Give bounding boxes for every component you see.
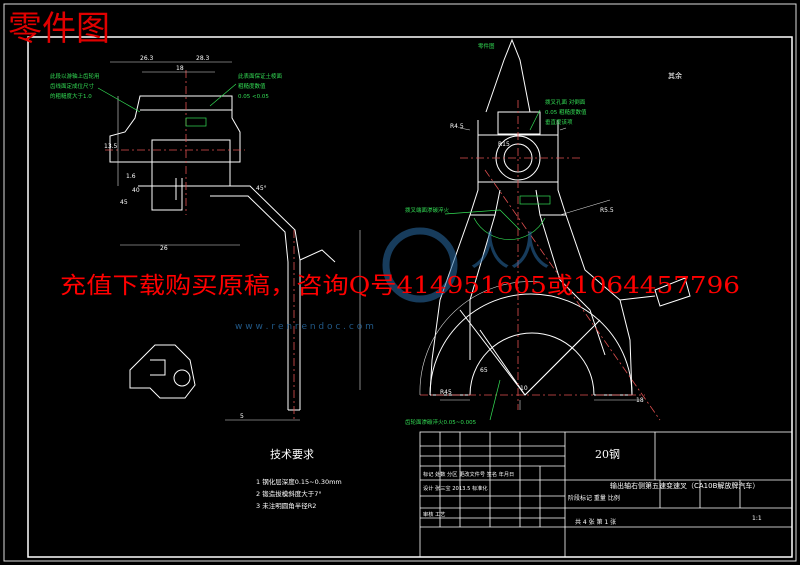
svg-text:40: 40 [132, 187, 140, 194]
title-material: 20钢 [595, 448, 620, 461]
svg-text:R5.5: R5.5 [600, 207, 614, 214]
svg-text:45: 45 [120, 199, 128, 206]
left-view [105, 70, 336, 420]
watermark-logo: 人人 [382, 227, 550, 303]
outer-frame [3, 3, 797, 562]
svg-text:拨叉端面渗碳淬火: 拨叉端面渗碳淬火 [405, 206, 450, 214]
title-row: 标记 处数 分区 更改文件号 签名 年月日 [423, 470, 514, 478]
svg-text:0.05 粗糙度数值: 0.05 粗糙度数值 [545, 108, 587, 116]
svg-text:0.05 <0.05: 0.05 <0.05 [238, 94, 269, 100]
title-block [419, 431, 793, 558]
svg-text:10: 10 [520, 385, 528, 392]
svg-text:26.3: 26.3 [140, 55, 154, 62]
svg-text:1.6: 1.6 [126, 173, 136, 180]
svg-text:45°: 45° [256, 185, 267, 192]
green-leaders-left [97, 83, 237, 127]
title-part-name: 输出轴右侧第五速变速叉（CA10B解放牌汽车） [610, 481, 759, 490]
svg-text:拨叉孔面 对倒面: 拨叉孔面 对倒面 [545, 98, 586, 106]
svg-text:65: 65 [480, 367, 488, 374]
svg-text:此表面保证土棱面: 此表面保证土棱面 [238, 72, 283, 80]
title-row: 设计 张三宝 2013.5 标准化 [423, 484, 488, 492]
svg-text:26: 26 [160, 245, 168, 252]
svg-text:18: 18 [636, 397, 644, 404]
title-row: 审核 工艺 [423, 510, 445, 518]
right-view-dimensions [419, 127, 640, 410]
svg-text:13.5: 13.5 [104, 143, 118, 150]
svg-text:齿线面定成位尺寸: 齿线面定成位尺寸 [50, 82, 95, 90]
svg-text:28.3: 28.3 [196, 55, 210, 62]
title-sheet: 共 4 张 第 1 张 [575, 518, 616, 526]
right-view-dim-text: R4.5 R15 10 R45 R5.5 65 18 [440, 123, 644, 404]
svg-text:零件图: 零件图 [478, 42, 495, 50]
svg-text:R45: R45 [440, 389, 452, 396]
tech-req-title: 技术要求 [270, 448, 314, 461]
svg-text:粗糙度数值: 粗糙度数值 [238, 82, 266, 90]
svg-text:R4.5: R4.5 [450, 123, 464, 130]
svg-text:的粗糙度大于1.0: 的粗糙度大于1.0 [50, 92, 92, 100]
title-heads: 阶段标记 重量 比例 [568, 494, 620, 502]
svg-text:5: 5 [240, 413, 244, 420]
drawing-frame [27, 36, 793, 558]
left-view-dim-text: 26.3 28.3 18 13.5 40 26 5 45° 1.6 45 [104, 55, 267, 420]
rest-note: 其余 [668, 71, 682, 80]
right-view-centerlines [420, 100, 661, 421]
tech-req-item: 2 锻造拔模斜度大于7° [256, 489, 322, 498]
watermark-text: 充值下载购买原稿，咨询Q号414951605或1064457796 [60, 273, 740, 299]
svg-text:18: 18 [176, 65, 184, 72]
svg-text:人人: 人人 [470, 229, 550, 275]
green-notes-right: 拨叉孔面 对倒面 0.05 粗糙度数值 垂直度该项 拨叉端面渗碳淬火 齿轮面渗碳… [405, 42, 587, 426]
green-leaders-right [444, 109, 551, 421]
svg-text:R15: R15 [498, 141, 510, 148]
tech-req-item: 3 未注明圆角半径R2 [256, 501, 316, 510]
page-header-label: 零件图 [8, 9, 110, 49]
tech-req-item: 1 钢化层深度0.15~0.30mm [256, 477, 342, 486]
green-notes-left: 此段以游轴上齿轮用 齿线面定成位尺寸 的粗糙度大于1.0 此表面保证土棱面 粗糙… [50, 72, 283, 100]
svg-text:垂直度该项: 垂直度该项 [545, 118, 573, 126]
watermark-url: w w w . r e n r e n d o c . c o m [235, 322, 374, 332]
detail-view [129, 344, 196, 399]
svg-text:此段以游轴上齿轮用: 此段以游轴上齿轮用 [50, 72, 100, 80]
right-view [429, 38, 691, 396]
title-scale: 1:1 [752, 515, 762, 522]
svg-text:齿轮面渗碳淬火0.05~0.005: 齿轮面渗碳淬火0.05~0.005 [405, 418, 477, 426]
left-view-dimensions [110, 61, 361, 421]
